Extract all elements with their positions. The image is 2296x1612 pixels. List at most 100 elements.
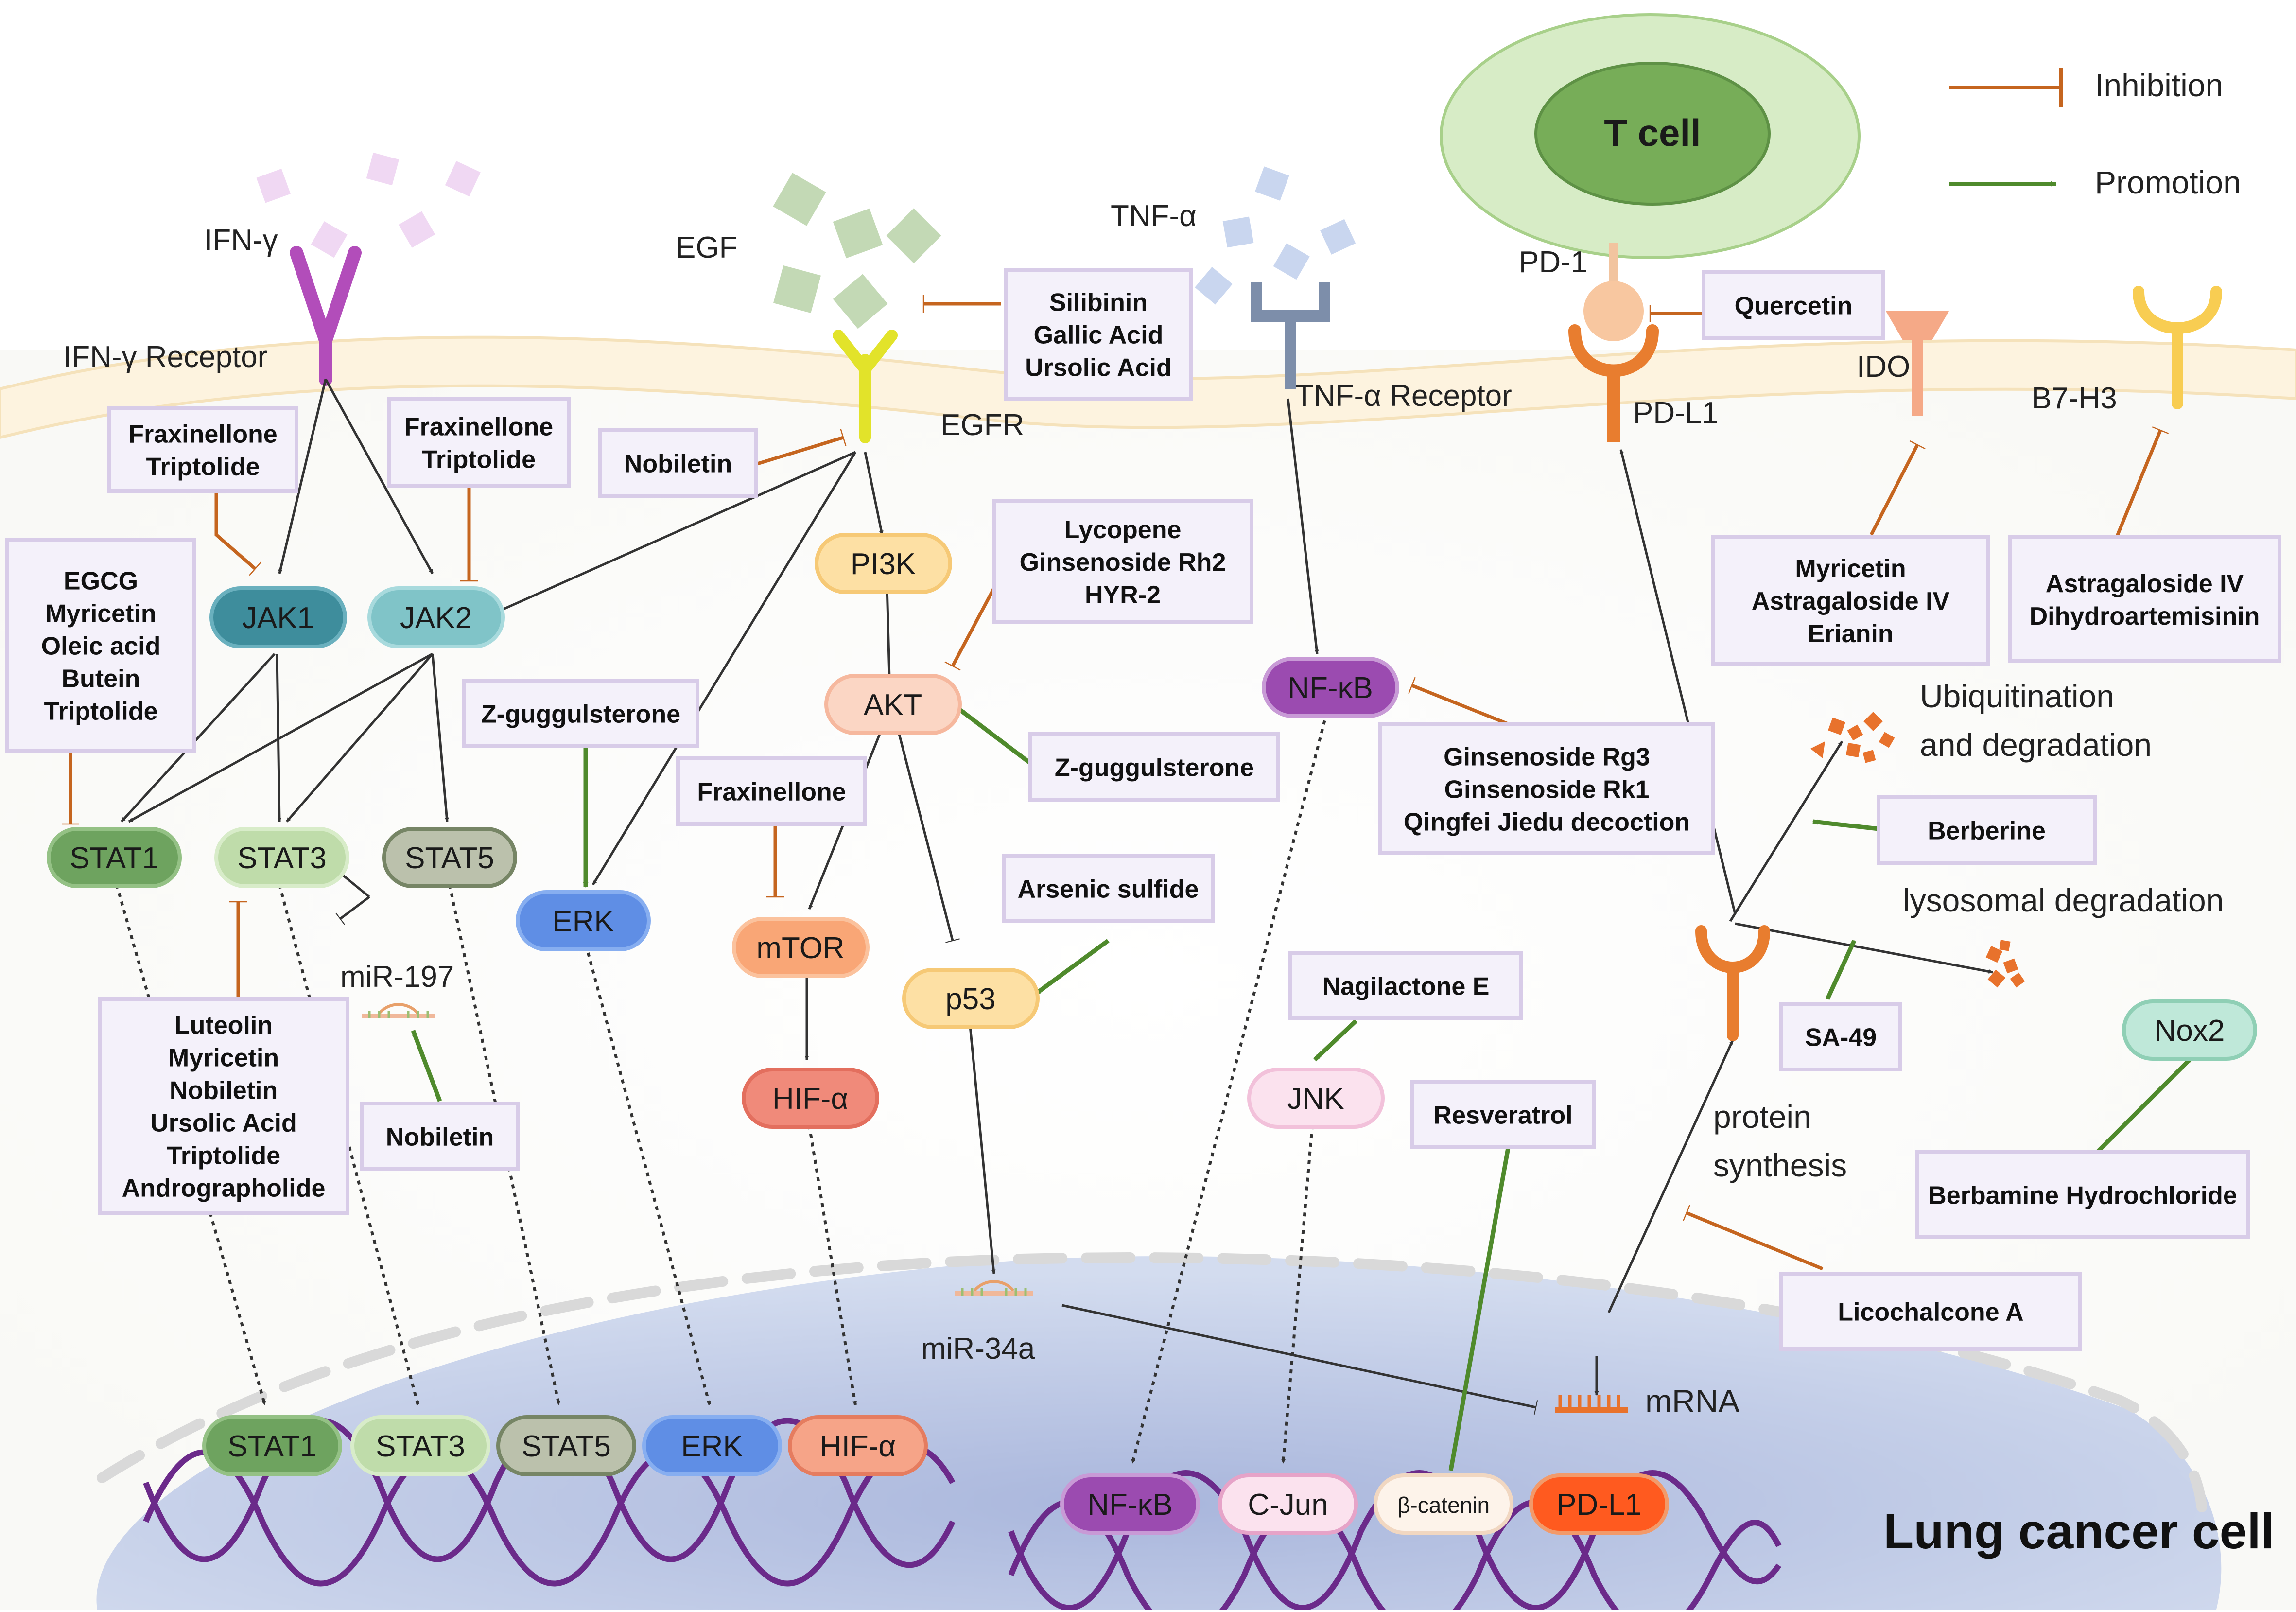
mir34a-glyph	[955, 1280, 1033, 1296]
drug-name: Triptolide	[146, 453, 260, 481]
node-stat3-label: STAT3	[237, 841, 327, 875]
node-jnk: JNK	[1247, 1068, 1385, 1129]
drug-name: Triptolide	[422, 446, 536, 474]
drug-name: Nobiletin	[170, 1077, 278, 1105]
protein-synthesis-line-1: protein	[1713, 1099, 1811, 1135]
t-cell-label: T cell	[1604, 111, 1701, 154]
node-stat5: STAT5	[382, 827, 517, 888]
egf-particles	[773, 173, 941, 329]
drug-box-nobiletin1: Nobiletin	[598, 428, 758, 498]
node-stat5-label: STAT5	[405, 841, 494, 875]
node-jnk-label: JNK	[1287, 1082, 1344, 1116]
ifng-receptor	[290, 246, 362, 386]
egfr-label: EGFR	[940, 408, 1024, 442]
promotion-lines	[411, 708, 2194, 1472]
drug-name: Triptolide	[167, 1142, 280, 1170]
lysosomal-fragments	[1985, 940, 2025, 988]
drug-name: Silibinin	[1049, 289, 1148, 317]
drug-name: Ginsenoside Rh2	[1020, 548, 1226, 577]
nuclear-bcatenin-label: β-catenin	[1397, 1492, 1490, 1518]
nuclear-envelope	[97, 1252, 2207, 1512]
mir197-label: miR-197	[340, 960, 454, 994]
drug-name: Fraxinellone	[128, 421, 277, 449]
drug-name: Quercetin	[1735, 292, 1853, 320]
node-erk: ERK	[516, 890, 651, 951]
drug-name: Ursolic Acid	[150, 1109, 297, 1138]
node-nfkb-label: NF-κB	[1287, 671, 1373, 705]
node-hif-label: HIF-α	[772, 1082, 848, 1116]
ubiquitination-line-1: Ubiquitination	[1920, 678, 2114, 714]
drug-box-nagilactone: Nagilactone E	[1288, 951, 1523, 1020]
b7h3-label: B7-H3	[2032, 382, 2117, 415]
mrna-label: mRNA	[1645, 1383, 1739, 1419]
drug-box-sa49: SA-49	[1779, 1002, 1902, 1071]
ifng-ligand-label: IFN-γ	[204, 224, 278, 257]
drug-name: Lycopene	[1064, 516, 1182, 544]
nuclear-stat1: STAT1	[202, 1415, 342, 1476]
node-erk-label: ERK	[552, 905, 614, 938]
node-stat1-label: STAT1	[70, 841, 159, 875]
drug-name: Myricetin	[45, 600, 156, 628]
node-p53-label: p53	[945, 982, 995, 1016]
drug-name: HYR-2	[1085, 581, 1161, 609]
node-mtor-label: mTOR	[756, 931, 844, 965]
node-akt-label: AKT	[864, 688, 922, 722]
drug-name: EGCG	[64, 567, 138, 596]
node-pi3k-label: PI3K	[851, 547, 916, 581]
drug-box-licochalcone: Licochalcone A	[1779, 1272, 2082, 1351]
drug-name: Licochalcone A	[1838, 1298, 2023, 1327]
b7h3-receptor	[2133, 286, 2222, 409]
nuclear-erk-label: ERK	[681, 1430, 743, 1463]
drug-name: Ginsenoside Rg3	[1444, 743, 1650, 771]
drug-box-resveratrol: Resveratrol	[1410, 1080, 1596, 1149]
nuclear-stat3: STAT3	[350, 1415, 490, 1476]
pd1-label: PD-1	[1519, 245, 1587, 279]
tnfa-receptor	[1251, 282, 1330, 389]
pdl1-cup	[1568, 324, 1659, 377]
nuclear-hif: HIF-α	[788, 1415, 928, 1476]
node-stat3: STAT3	[214, 827, 349, 888]
node-p53: p53	[902, 968, 1040, 1029]
mir34a-label: miR-34a	[921, 1332, 1035, 1366]
nuclear-stat5-label: STAT5	[522, 1430, 611, 1463]
drug-box-berbamine: Berbamine Hydrochloride	[1915, 1150, 2250, 1239]
drug-name: Fraxinellone	[697, 778, 846, 806]
drug-name: Nobiletin	[624, 450, 732, 478]
node-akt: AKT	[824, 674, 962, 735]
drug-name: Ginsenoside Rk1	[1444, 776, 1650, 804]
nuclear-nfkb-label: NF-κB	[1087, 1488, 1173, 1522]
node-hif: HIF-α	[742, 1068, 879, 1129]
drug-name: Berberine	[1928, 817, 2046, 845]
drug-name: SA-49	[1805, 1024, 1877, 1052]
ifng-receptor-label: IFN-γ Receptor	[63, 340, 267, 374]
drug-box-zgug2: Z-guggulsterone	[1028, 732, 1280, 802]
pdl1-membrane-label: PD-L1	[1633, 396, 1719, 430]
drug-name: Fraxinellone	[404, 413, 553, 441]
nuclear-cjun: C-Jun	[1218, 1473, 1358, 1535]
nuclear-pdl1-label: PD-L1	[1556, 1488, 1642, 1522]
protein-synthesis-label: protein synthesis	[1713, 1099, 1847, 1183]
drug-name: Qingfei Jiedu decoction	[1404, 808, 1690, 837]
drug-name: Luteolin	[174, 1012, 273, 1040]
node-nox2: Nox2	[2122, 999, 2257, 1061]
drug-box-quercetin: Quercetin	[1702, 270, 1885, 340]
lysosomal-label: lysosomal degradation	[1903, 882, 2224, 918]
nuclear-erk: ERK	[642, 1415, 782, 1476]
node-jak1: JAK1	[209, 586, 347, 648]
drug-name: Myricetin	[1795, 555, 1906, 583]
inhibition-lines	[62, 295, 2169, 1271]
legend-inhibition-label: Inhibition	[2095, 67, 2223, 103]
drug-box-arsenic: Arsenic sulfide	[1002, 854, 1215, 923]
mir197-glyph	[362, 1003, 435, 1018]
ubiquitination-line-2: and degradation	[1920, 727, 2152, 763]
nuclear-hif-label: HIF-α	[820, 1430, 896, 1463]
drug-box-nobiletin2: Nobiletin	[360, 1102, 520, 1171]
drug-name: Butein	[62, 665, 140, 693]
mrna-glyph	[1555, 1395, 1628, 1413]
